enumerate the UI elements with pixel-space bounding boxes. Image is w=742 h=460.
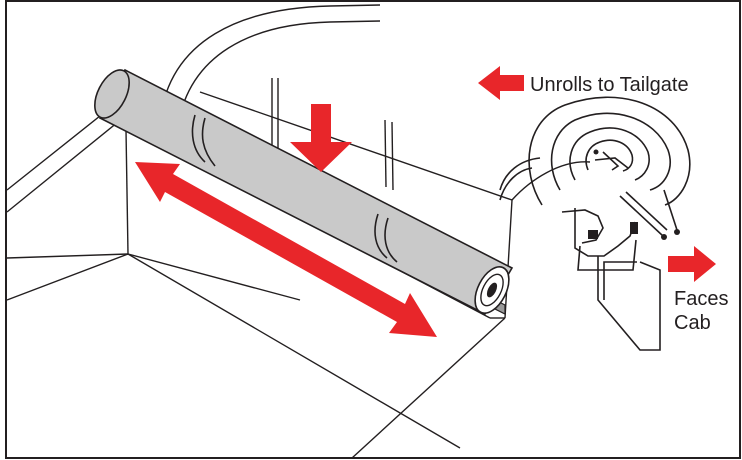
- arrow-right-icon: [668, 246, 716, 282]
- tonneau-roll: [94, 68, 514, 316]
- arrow-left-icon: [478, 66, 524, 100]
- cab-label: Cab: [674, 312, 711, 334]
- double-arrow-icon: [135, 162, 437, 337]
- latch-details: [588, 149, 680, 240]
- arrow-down-icon: [290, 104, 352, 172]
- roll-cross-section: [499, 96, 691, 351]
- faces-label: Faces: [674, 288, 729, 310]
- unrolls-to-tailgate-label: Unrolls to Tailgate: [530, 74, 689, 96]
- truck-cab: [159, 4, 591, 319]
